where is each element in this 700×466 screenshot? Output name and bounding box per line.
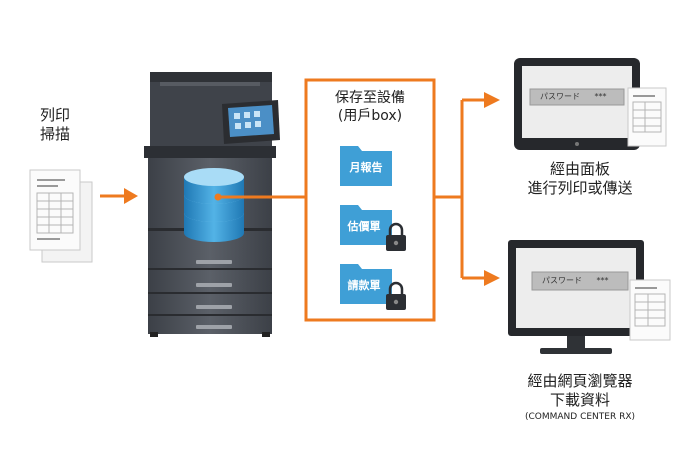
panel-password-label: パスワード [540,92,580,101]
input-label-print: 列印 [39,106,70,124]
web-caption: 經由網頁瀏覽器 下載資料 (COMMAND CENTER RX) [490,372,670,423]
storage-title: 保存至設備 (用戶box) [306,90,434,125]
web-password-field: パスワード *** [532,272,628,290]
output-document-icon [627,87,667,147]
web-caption-line1: 經由網頁瀏覽器 [527,372,633,390]
output-document-icon [629,279,671,341]
storage-box [304,78,436,322]
folder-label-quotation: 估價單 [347,220,381,233]
panel-caption: 經由面板 進行列印或傳送 [500,160,660,198]
folder-icon [340,205,392,245]
printer-icon [144,72,280,337]
tablet-icon [514,58,640,150]
panel-password-mask: *** [594,92,607,101]
input-arrow [100,188,138,204]
lock-icon [386,281,406,310]
panel-caption-line1: 經由面板 [549,160,610,178]
arrow-head-web [484,270,500,286]
web-caption-line3: (COMMAND CENTER RX) [524,411,636,422]
storage-title-line1: 保存至設備 [335,90,405,106]
output-arrows [434,98,486,280]
input-label-scan: 掃描 [39,124,70,143]
input-label: 列印 掃描 [30,106,80,144]
input-document-icon [29,169,93,263]
monitor-icon [508,240,644,354]
panel-password-field: パスワード *** [530,89,624,105]
storage-connector [214,193,306,201]
web-caption-line2: 下載資料 [549,390,610,409]
folder-icon [340,264,392,304]
web-password-label: パスワード [542,276,582,285]
storage-title-line2: (用戶box) [337,107,403,124]
panel-caption-line2: 進行列印或傳送 [527,178,633,197]
folder-label-invoice: 請款單 [347,279,381,292]
control-panel [222,100,280,144]
arrow-head-panel [484,92,500,108]
folder-label-monthly-report: 月報告 [349,161,383,174]
folder-icon [340,146,392,186]
database-icon [184,168,244,242]
web-password-mask: *** [596,276,609,285]
lock-icon [386,222,406,251]
